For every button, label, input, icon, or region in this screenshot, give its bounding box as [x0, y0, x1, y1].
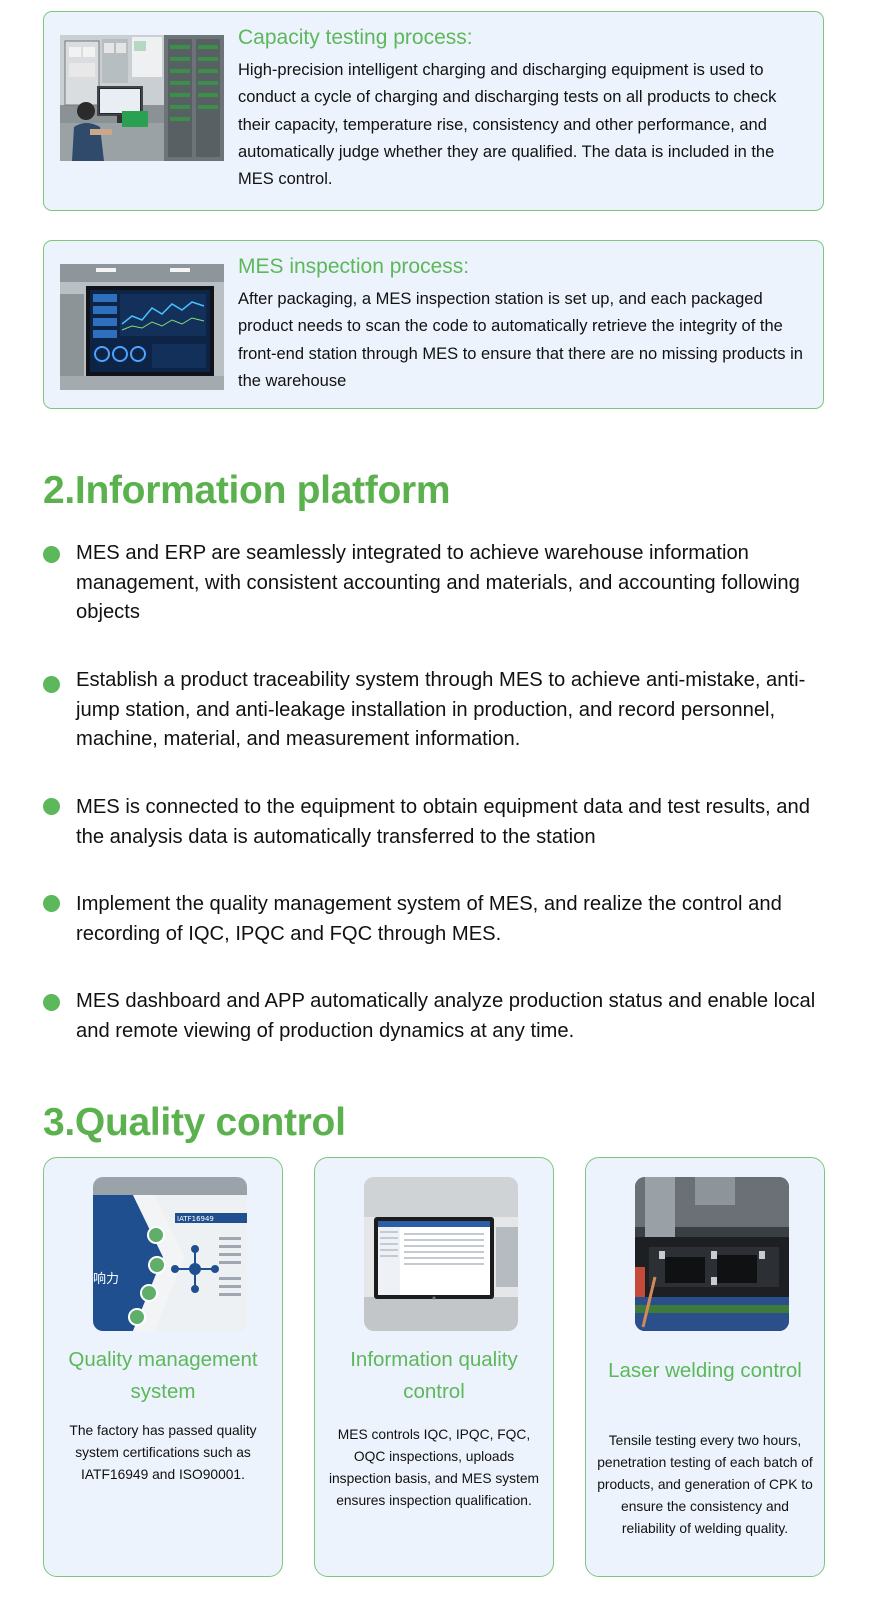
list-item-text: Establish a product traceability system …: [76, 669, 806, 751]
information-quality-card: Information quality control MES controls…: [314, 1157, 554, 1577]
bullet-dot-icon: [43, 798, 60, 815]
quality-management-card: IATF16949 响力: [43, 1157, 283, 1577]
mes-inspection-card: MES inspection process: After packaging,…: [43, 240, 824, 409]
bullet-dot-icon: [43, 546, 60, 563]
qc-card-description: The factory has passed quality system ce…: [69, 1423, 257, 1482]
list-item-text: MES and ERP are seamlessly integrated to…: [76, 542, 800, 624]
information-quality-photo: [364, 1177, 518, 1331]
bullet-dot-icon: [43, 994, 60, 1011]
capacity-testing-card: Capacity testing process: High-precision…: [43, 11, 824, 211]
list-item-text: MES is connected to the equipment to obt…: [76, 796, 810, 848]
laser-welding-card: Laser welding control Tensile testing ev…: [585, 1157, 825, 1577]
list-item-text: Implement the quality management system …: [76, 893, 782, 945]
process-title: MES inspection process:: [238, 255, 470, 278]
qc-card-title: Quality management system: [68, 1348, 258, 1403]
capacity-testing-photo: [60, 35, 224, 161]
process-description: After packaging, a MES inspection statio…: [238, 290, 803, 390]
qc-card-description: MES controls IQC, IPQC, FQC, OQC inspect…: [328, 1427, 540, 1508]
bullet-dot-icon: [43, 895, 60, 912]
photo-side-text: 响力: [93, 1271, 119, 1287]
list-item-text: MES dashboard and APP automatically anal…: [76, 990, 816, 1042]
process-description: High-precision intelligent charging and …: [238, 61, 777, 189]
information-platform-title: 2.Information platform: [43, 469, 451, 512]
photo-sign-text: IATF16949: [177, 1215, 214, 1223]
qc-card-title: Information quality control: [350, 1348, 518, 1403]
process-title: Capacity testing process:: [238, 26, 473, 49]
capacity-testing-text: Capacity testing process: High-precision…: [238, 24, 808, 193]
quality-management-photo: IATF16949 响力: [93, 1177, 247, 1331]
mes-inspection-text: MES inspection process: After packaging,…: [238, 253, 808, 395]
qc-card-title: Laser welding control: [608, 1359, 802, 1382]
qc-card-description: Tensile testing every two hours, penetra…: [597, 1433, 813, 1536]
quality-control-title: 3.Quality control: [43, 1101, 346, 1144]
bullet-dot-icon: [43, 676, 60, 693]
laser-welding-photo: [635, 1177, 789, 1331]
mes-inspection-photo: [60, 264, 224, 390]
